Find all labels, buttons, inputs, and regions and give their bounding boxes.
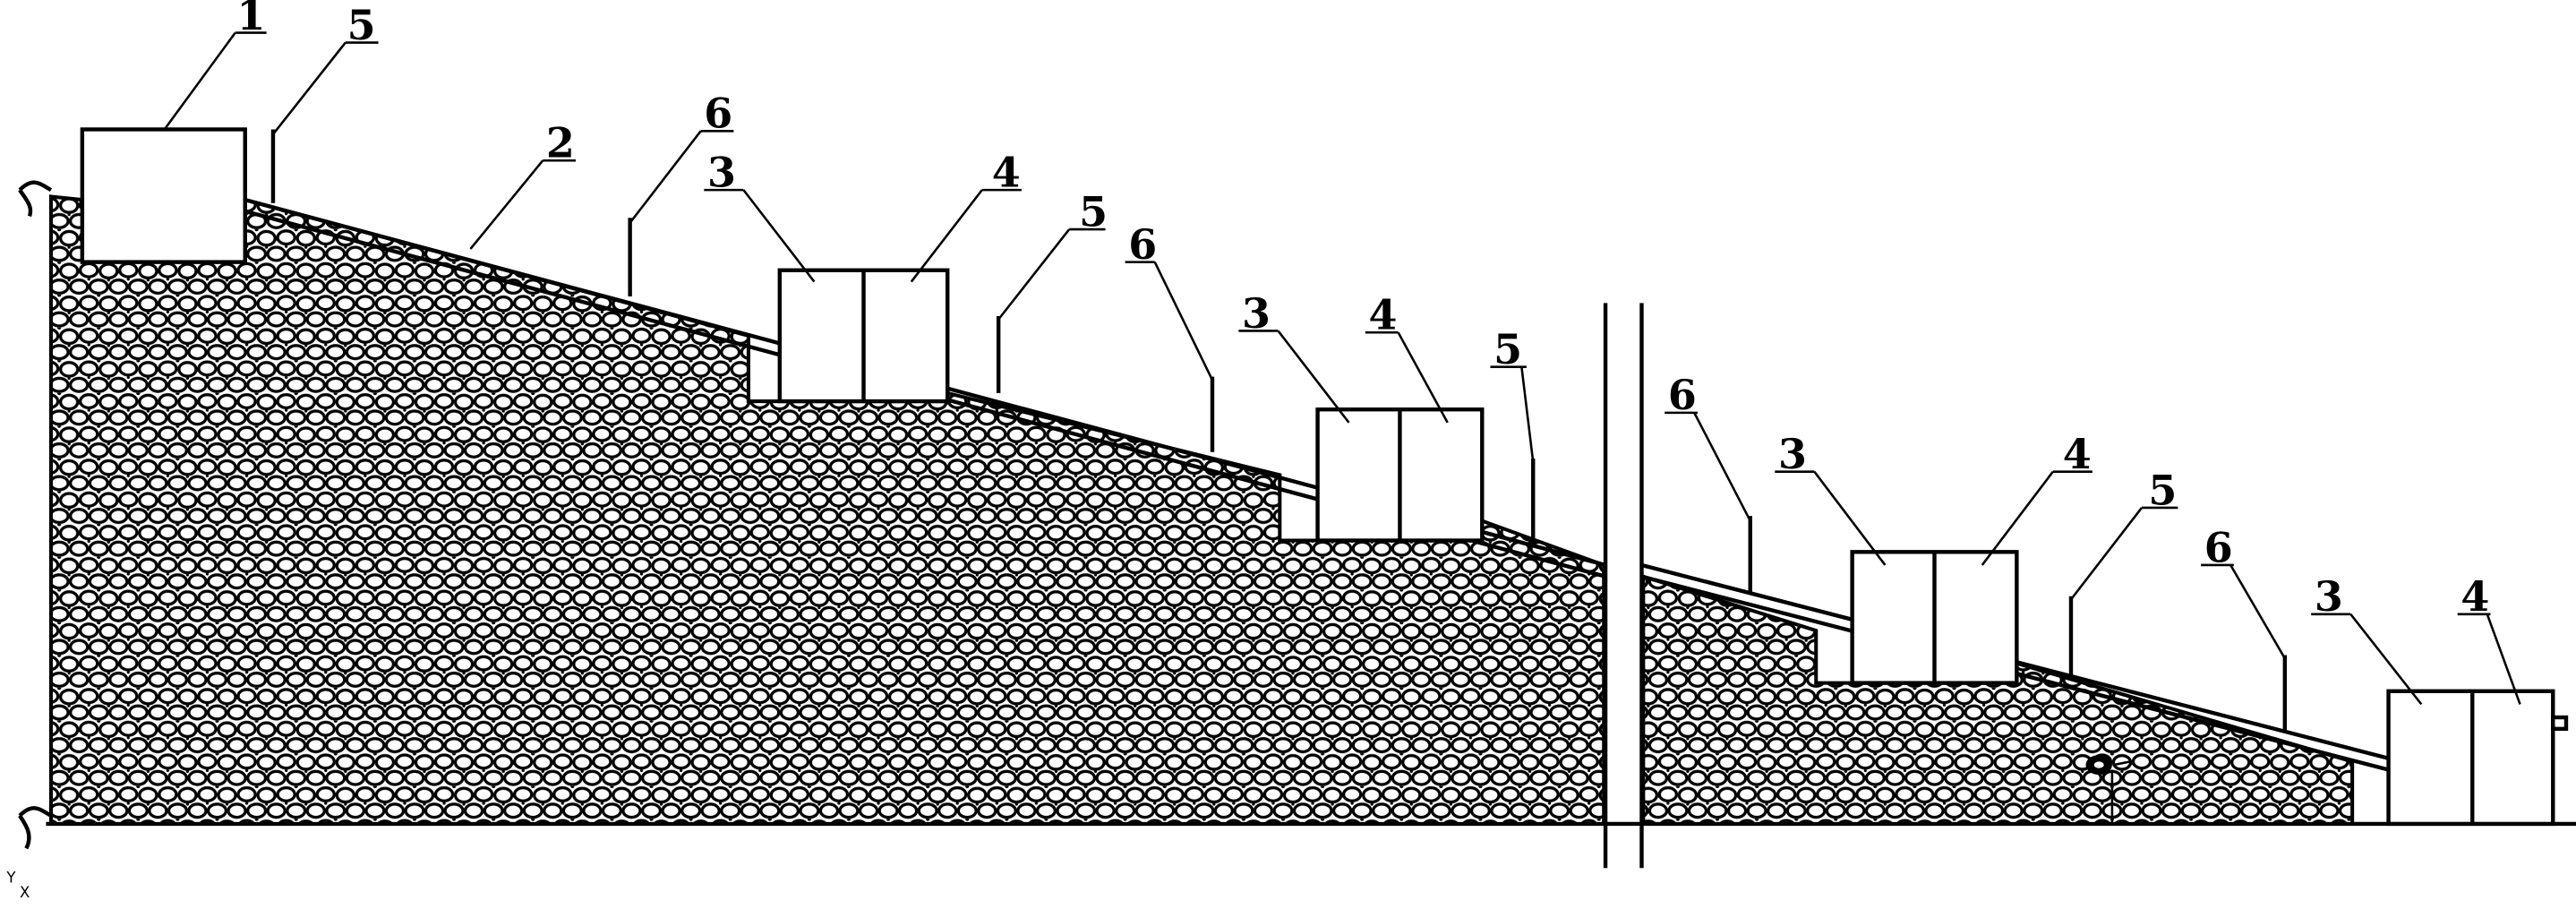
callout-5-post: 5 [347,1,376,49]
callout-4-tank: 4 [1369,291,1398,339]
left-break-mark-bottom [18,806,53,850]
callout-3-tank: 3 [2315,572,2343,621]
callout-4-tank: 4 [992,149,1021,197]
callout-2-pipe: 2 [546,119,575,167]
callout-leaders [163,31,2521,706]
callout-6-post: 6 [1128,220,1157,269]
callout-3-tank: 3 [1242,289,1271,338]
callout-6-post: 6 [2204,523,2233,571]
callout-4-tank: 4 [2063,430,2092,478]
tank-box-1 [80,127,247,264]
callout-3-tank: 3 [707,149,736,197]
vertical-posts [270,129,2288,733]
axis-marker-y: Y [5,870,16,887]
outlet-fitting [2085,755,2131,824]
axis-marker: Y X [5,870,30,901]
callout-1-tank: 1 [237,0,266,39]
callout-3-tank: 3 [1778,430,1807,478]
tank-pair-c [1850,550,2019,685]
callout-4-tank: 4 [2460,572,2489,621]
axis-marker-x: X [20,884,30,901]
tank-pair-a [777,268,950,404]
callout-5-post: 5 [2148,466,2177,514]
callout-labels: 1 5 2 6 3 4 5 6 3 4 5 6 3 4 5 6 3 4 [237,0,2490,621]
left-break-mark-top [18,180,53,218]
callout-6-post: 6 [704,90,732,138]
tank-pair-d [2386,689,2569,827]
callout-5-post: 5 [1079,187,1108,236]
callout-5-post: 5 [1493,325,1522,373]
callout-6-post: 6 [1668,371,1697,419]
tank-pair-b [1315,407,1485,543]
